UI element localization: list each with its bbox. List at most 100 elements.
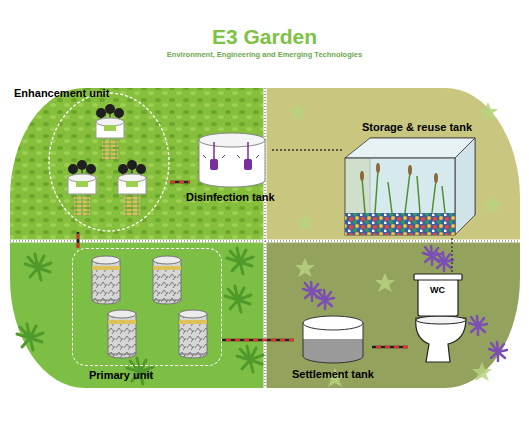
- storage-drawing: [345, 138, 475, 235]
- toilet-lid: [414, 274, 462, 280]
- pipe-connector: [222, 340, 294, 341]
- olive-quadrant: [265, 241, 520, 388]
- pipe-connector: [78, 232, 79, 248]
- primary-cylinders: [92, 256, 207, 358]
- filter-cylinder: [92, 256, 120, 304]
- uv-lamp: [210, 159, 218, 170]
- enhancement-enclosure: Enhancement unit: [48, 92, 170, 232]
- divider-line: [10, 240, 520, 243]
- uv-wire: [214, 142, 248, 160]
- flower-plant: [435, 252, 453, 271]
- uv-lamp: [244, 159, 252, 170]
- diagram-title: E3 Garden: [0, 25, 529, 49]
- reed-head: [408, 165, 412, 175]
- garden-ground: [10, 88, 520, 388]
- tank-side: [303, 323, 304, 356]
- green-quadrant: [10, 241, 265, 388]
- plant-decor: [17, 102, 507, 387]
- khaki-quadrant: [265, 88, 520, 241]
- grass-quadrant: [10, 88, 265, 241]
- filter-cylinder: [108, 310, 136, 358]
- tank-top: [199, 133, 265, 147]
- pipe-line: [77, 232, 80, 248]
- toilet-bowl: [416, 318, 466, 362]
- plant-splotch: [295, 212, 315, 231]
- settlement-drawing: [303, 316, 363, 363]
- gravel-bed: [345, 213, 455, 235]
- pipe-line: [170, 181, 190, 184]
- divider-line: [265, 88, 266, 388]
- planted-unit: [96, 104, 124, 160]
- flower-plant: [469, 316, 487, 335]
- unit-name: Storage & reuse tank: [362, 122, 472, 133]
- filter-cylinder: [179, 310, 207, 358]
- fern-plant: [227, 248, 253, 274]
- fern-plant: [17, 324, 43, 350]
- reed-head: [360, 171, 364, 181]
- pipe-underlay: [451, 238, 454, 273]
- plant-splotch: [295, 258, 315, 277]
- pipe-underlay: [222, 339, 294, 342]
- toilet-tank: [418, 279, 458, 316]
- flower-plant: [489, 342, 507, 361]
- unit-name: Settlement tank: [292, 369, 374, 380]
- quadrant-dividers: [10, 88, 520, 388]
- dashed-ellipse: [49, 93, 169, 231]
- pipe-line: [372, 346, 408, 349]
- plant-splotch: [375, 273, 395, 292]
- pipe-line: [451, 238, 452, 273]
- toilet-sign: WC: [430, 286, 445, 295]
- unit-name: Disinfection tank: [186, 192, 275, 203]
- fern-plant: [237, 346, 263, 372]
- glass-top: [345, 138, 475, 158]
- tank-side: [363, 323, 364, 356]
- enhancement-units: [68, 104, 146, 216]
- storage-tank: Storage & reuse tank: [342, 117, 474, 238]
- disinfection-drawing: [199, 133, 265, 187]
- reed-head: [434, 173, 438, 183]
- fern-plant: [25, 254, 51, 280]
- reed-head: [376, 163, 380, 173]
- divider-line: [264, 88, 267, 388]
- planted-unit: [68, 160, 96, 216]
- glass-side: [455, 138, 475, 235]
- unit-name: Primary unit: [89, 370, 153, 381]
- tank-top: [303, 316, 363, 330]
- flower-plant: [316, 290, 334, 309]
- fern-plant: [225, 286, 251, 312]
- glass-front: [345, 158, 455, 235]
- unit-name: Enhancement unit: [14, 88, 109, 99]
- pipe-connector: [372, 347, 408, 348]
- tank-sludge: [303, 339, 363, 356]
- pipe-underlay: [170, 181, 190, 184]
- plant-splotch: [288, 102, 308, 121]
- toilet-drawing: [414, 274, 466, 362]
- filter-cylinder: [153, 256, 181, 304]
- pipe-underlay: [272, 149, 342, 152]
- tank-side: [265, 140, 266, 180]
- primary-enclosure: Primary unit: [72, 248, 222, 366]
- toilet-seat: [416, 316, 466, 324]
- pipe-connector: [452, 238, 453, 273]
- tank-side: [199, 140, 200, 180]
- uv-ray: [203, 155, 259, 158]
- plant-splotch: [472, 362, 492, 381]
- disinfection-tank: Disinfection tank: [190, 132, 272, 206]
- toilet: WC: [408, 273, 466, 363]
- divider-line: [10, 241, 520, 242]
- reed-stems: [362, 170, 445, 213]
- planted-unit: [118, 160, 146, 216]
- settlement-tank: Settlement tank: [294, 312, 372, 368]
- pipe-underlay: [372, 346, 408, 349]
- plant-splotch: [482, 195, 502, 214]
- pipe-underlay: [77, 232, 80, 248]
- enclosure-outline: [48, 92, 170, 232]
- pipe-connector: [272, 150, 342, 151]
- subtitle-label: Environment, Engineering and Emerging Te…: [0, 50, 529, 59]
- pipe-line: [272, 149, 342, 150]
- pipe-line: [222, 339, 294, 342]
- pipe-connector: [170, 182, 190, 183]
